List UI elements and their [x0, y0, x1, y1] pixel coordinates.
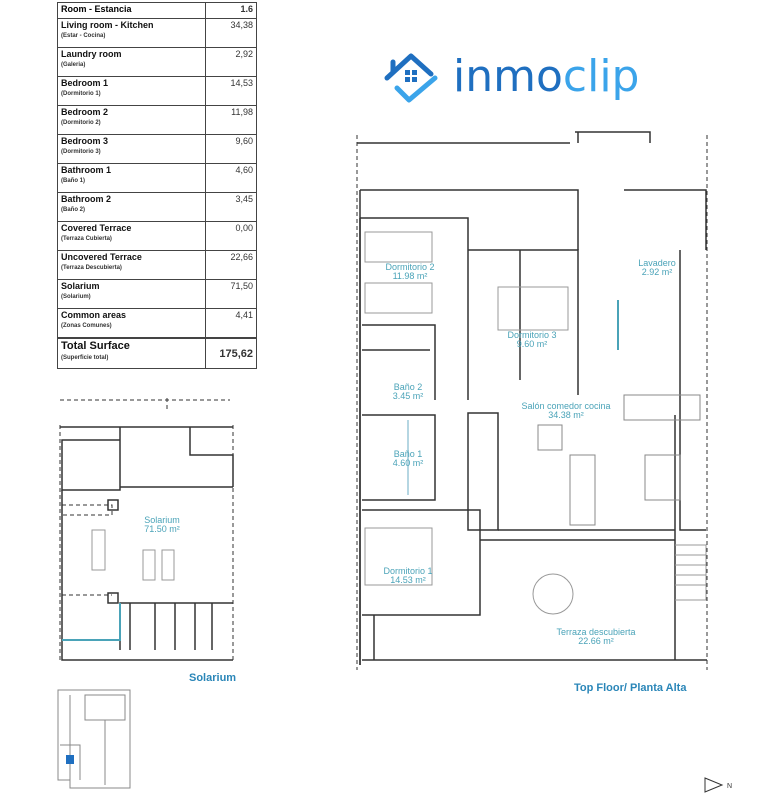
table-row: Bedroom 1 (Dormitorio 1) 14,53: [57, 76, 257, 106]
top-floor-caption: Top Floor/ Planta Alta: [574, 682, 687, 694]
total-label: Total Surface: [61, 340, 130, 352]
room-area: 71,50: [205, 279, 257, 309]
room-name: Living room - Kitchen: [61, 20, 154, 30]
room-name: Laundry room: [61, 49, 122, 59]
room-name: Common areas: [61, 310, 127, 320]
north-label: N: [727, 783, 732, 790]
table-row: Common areas (Zonas Comunes) 4,41: [57, 308, 257, 339]
house-check-icon: [384, 53, 438, 103]
room-label: Solarium: [144, 515, 180, 525]
north-arrow-icon: [704, 777, 724, 793]
room-name: Bathroom 2: [61, 194, 112, 204]
surface-table: Room - Estancia 1.6 Living room - Kitche…: [57, 2, 257, 369]
room-name: Bedroom 2: [61, 107, 109, 117]
table-row: Covered Terrace (Terraza Cubierta) 0,00: [57, 221, 257, 251]
room-area-label: 4.60 m²: [393, 458, 424, 468]
room-area-label: 9.60 m²: [517, 339, 548, 349]
room-area-label: 2.92 m²: [642, 267, 673, 277]
logo-text: inmoclip: [453, 51, 640, 102]
room-name-es: (Solarium): [61, 294, 91, 300]
room-name-es: (Dormitorio 1): [61, 91, 101, 97]
room-name: Covered Terrace: [61, 223, 132, 233]
room-name-es: (Baño 1): [61, 178, 85, 184]
room-area: 11,98: [205, 105, 257, 135]
room-name: Bedroom 1: [61, 78, 109, 88]
unit-highlight: [66, 755, 74, 764]
room-area-label: 34.38 m²: [548, 410, 584, 420]
room-area: 0,00: [205, 221, 257, 251]
table-row: Bedroom 3 (Dormitorio 3) 9,60: [57, 134, 257, 164]
table-row: Bathroom 1 (Baño 1) 4,60: [57, 163, 257, 193]
table-row: Bedroom 2 (Dormitorio 2) 11,98: [57, 105, 257, 135]
room-label: Dormitorio 3: [507, 330, 556, 340]
room-area: 3,45: [205, 192, 257, 222]
room-label: Lavadero: [638, 258, 676, 268]
room-label: Baño 1: [394, 449, 423, 459]
table-row: Solarium (Solarium) 71,50: [57, 279, 257, 309]
room-name-es: (Dormitorio 3): [61, 149, 101, 155]
room-area: 4,41: [205, 308, 257, 339]
room-area: 9,60: [205, 134, 257, 164]
room-area: 4,60: [205, 163, 257, 193]
room-name: Bedroom 3: [61, 136, 109, 146]
table-row: Bathroom 2 (Baño 2) 3,45: [57, 192, 257, 222]
room-name-es: (Terraza Descubierta): [61, 265, 122, 271]
solarium-caption: Solarium: [189, 672, 237, 684]
inmoclip-logo: inmoclip: [383, 48, 639, 106]
room-area: 2,92: [205, 47, 257, 77]
total-label-es: (Superficie total): [61, 355, 109, 361]
north-arrow: N: [704, 777, 732, 793]
room-name: Uncovered Terrace: [61, 252, 142, 262]
solarium-plan: [59, 398, 234, 661]
table-row: Uncovered Terrace(Terraza Descubierta)22…: [57, 250, 257, 280]
total-value: 175,62: [205, 337, 257, 369]
total-row: Total Surface (Superficie total) 175,62: [57, 337, 257, 369]
top-floor-plan: [356, 131, 708, 670]
room-label: Terraza descubierta: [556, 627, 635, 637]
room-name: Bathroom 1: [61, 165, 112, 175]
location-key-plan: [57, 689, 131, 789]
room-area-label: 11.98 m²: [393, 271, 428, 281]
room-area-label: 14.53 m²: [390, 575, 426, 585]
room-name-es: (Zonas Comunes): [61, 323, 112, 329]
room-label: Dormitorio 1: [383, 566, 432, 576]
room-name-es: (Estar - Cocina): [61, 33, 106, 39]
room-name: Solarium: [61, 281, 100, 291]
room-name-es: (Dormitorio 2): [61, 120, 101, 126]
room-area-label: 22.66 m²: [578, 636, 614, 646]
room-name-es: (Terraza Cubierta): [61, 236, 112, 242]
room-name-es: (Galeria): [61, 62, 86, 68]
table-row: Laundry room (Galeria) 2,92: [57, 47, 257, 77]
room-area-label: 3.45 m²: [393, 391, 424, 401]
room-name-es: (Baño 2): [61, 207, 85, 213]
room-label: Baño 2: [394, 382, 423, 392]
room-label: Dormitorio 2: [385, 262, 434, 272]
room-area-label: 71.50 m²: [144, 524, 180, 534]
room-area: 14,53: [205, 76, 257, 106]
room-label: Salón comedor cocina: [521, 401, 610, 411]
